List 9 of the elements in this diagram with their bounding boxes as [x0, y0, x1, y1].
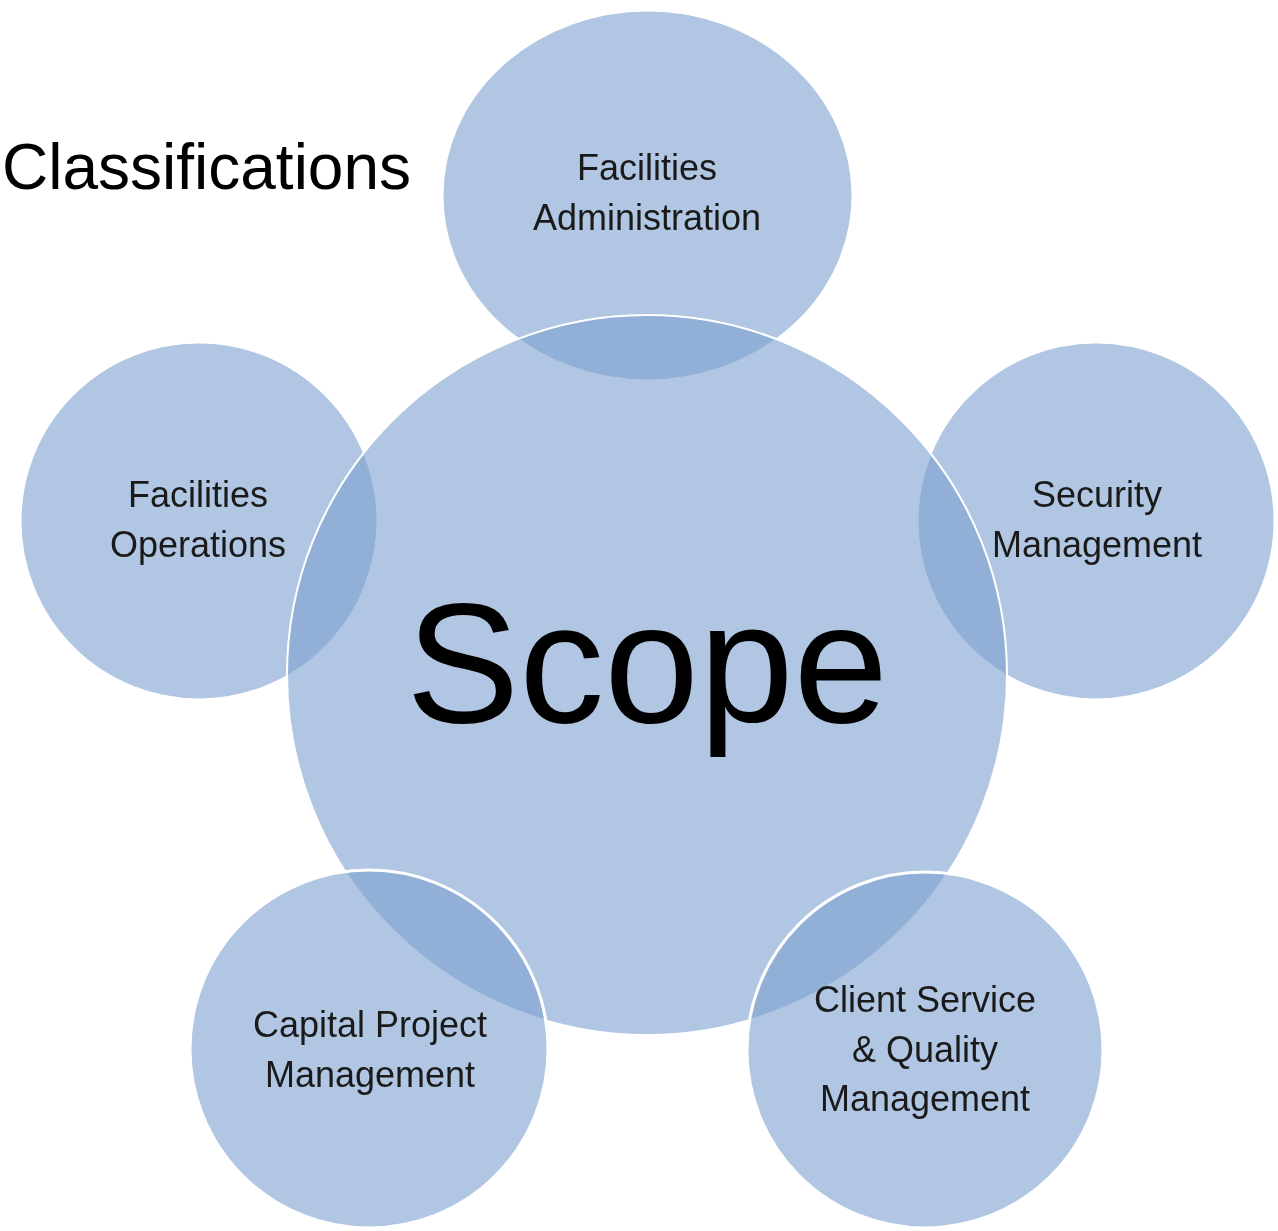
circle-label: Facilities Administration: [531, 146, 763, 240]
title: Classifications: [2, 130, 412, 204]
circle-label: Facilities Operations: [108, 473, 288, 567]
venn-circle: [188, 868, 550, 1230]
circle-label: Capital Project Management: [251, 1003, 489, 1097]
venn-circle: [745, 870, 1105, 1230]
center-label: Scope: [405, 569, 889, 757]
circle-label: Client Service & Quality Management: [812, 978, 1038, 1122]
circle-label: Security Management: [990, 473, 1204, 567]
